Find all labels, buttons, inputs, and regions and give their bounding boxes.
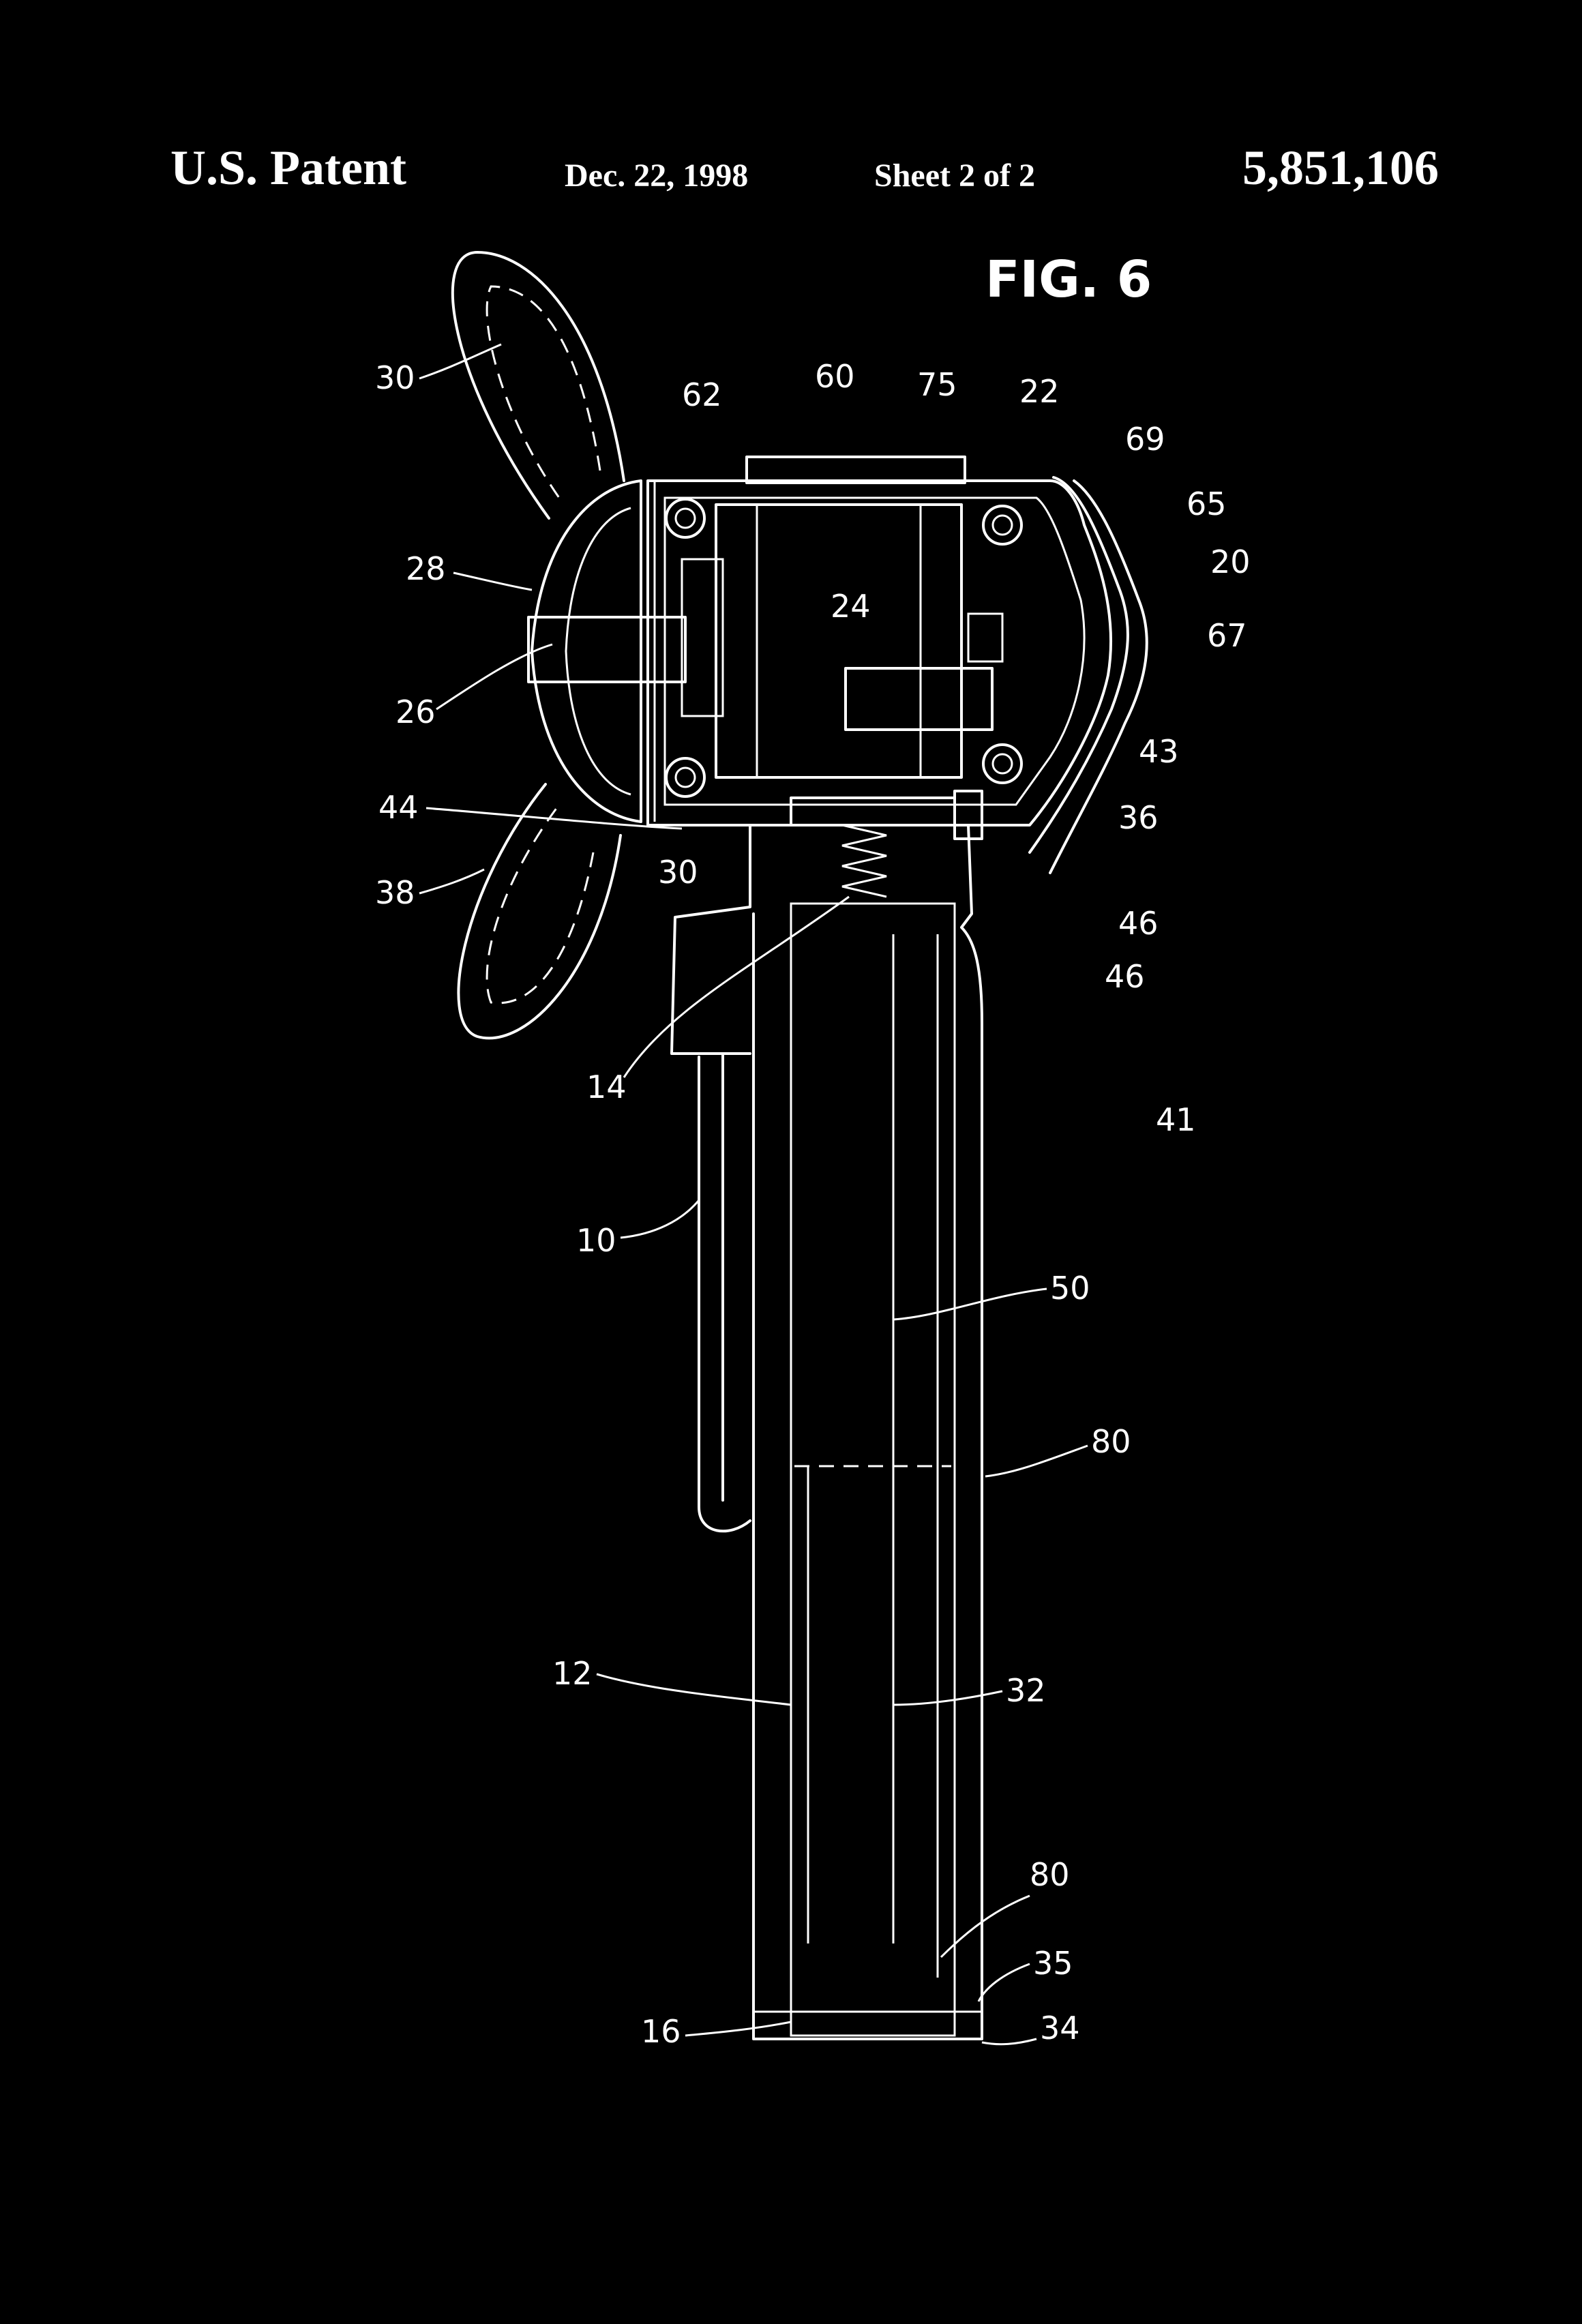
reference-labels: 30 62 60 75 22 69 65 20 67 28 24 26 43 4… — [375, 343, 1251, 2050]
ref-30b: 38 — [375, 874, 415, 911]
ref-69: 69 — [1125, 421, 1165, 458]
ref-16: 35 — [1033, 1945, 1073, 1982]
belt-clip — [698, 1052, 751, 1533]
ref-35: 80 — [1030, 1856, 1070, 1893]
ref-67: 67 — [1207, 617, 1247, 654]
fan-blades — [451, 251, 625, 1040]
patent-date: Dec. 22, 1998 — [565, 158, 749, 194]
ref-36: 36 — [1118, 799, 1159, 836]
ref-10: 41 — [1156, 1101, 1196, 1138]
ref-30a: 30 — [375, 359, 415, 396]
ref-62: 62 — [682, 376, 722, 413]
motor — [681, 503, 1004, 779]
ref-14: 46 — [1105, 958, 1145, 995]
ref-28: 28 — [406, 550, 446, 587]
figure-title: FIG. 6 — [985, 250, 1152, 309]
ref-34: 16 — [641, 2013, 681, 2050]
ref-26: 26 — [395, 694, 436, 730]
ref-60: 60 — [815, 358, 855, 395]
patent-header-title: U.S. Patent — [170, 140, 406, 195]
ref-80a: 50 — [1050, 1270, 1090, 1307]
ref-46b: 46 — [1118, 905, 1159, 942]
ref-75: 75 — [917, 366, 957, 403]
ref-20: 20 — [1210, 543, 1251, 580]
ref-24: 24 — [831, 588, 871, 625]
sheet-indicator: Sheet 2 of 2 — [874, 158, 1035, 194]
handle-body — [670, 824, 983, 2040]
ref-12: 80 — [1091, 1423, 1131, 1460]
ref-18: 34 — [1040, 2010, 1080, 2046]
fan-hub — [527, 479, 687, 823]
ref-32: 12 — [552, 1655, 593, 1692]
ref-44: 44 — [378, 789, 419, 826]
patent-number: 5,851,106 — [1242, 140, 1439, 195]
ref-65: 65 — [1186, 486, 1227, 522]
ref-22: 22 — [1019, 373, 1060, 410]
switch-spring — [790, 790, 983, 898]
ref-50: 10 — [576, 1222, 616, 1259]
ref-43: 43 — [1139, 733, 1179, 770]
ref-46a: 30 — [658, 854, 698, 891]
ref-41: 14 — [586, 1069, 627, 1105]
motor-housing — [646, 456, 1148, 874]
ref-80b: 32 — [1006, 1672, 1046, 1709]
